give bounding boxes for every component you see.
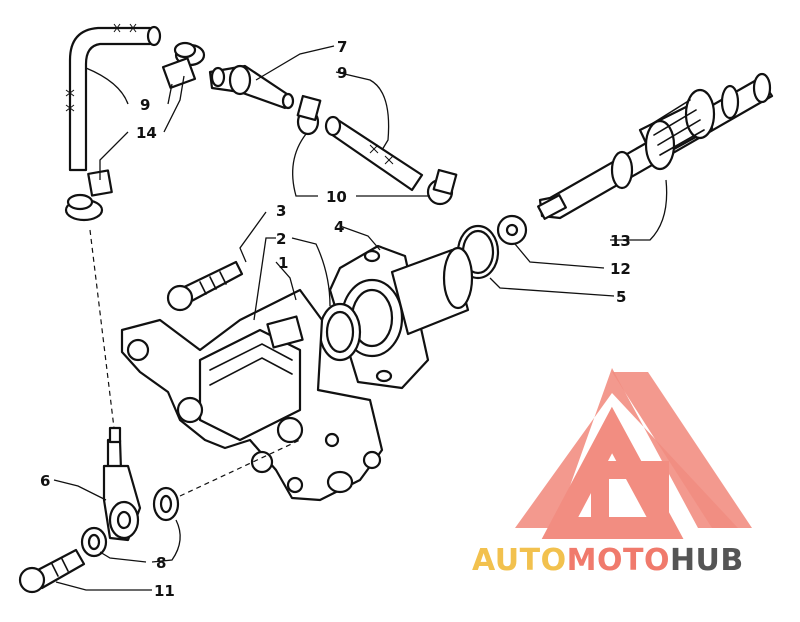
short-oil-hose [324,115,424,192]
banjo-fitting-bottom [102,426,142,542]
callout-3: 3 [276,202,286,220]
watermark-logo-mark [515,368,752,539]
oil-pump-body [120,288,384,502]
sealing-washer-outer [80,526,108,558]
hose-clamp-mid-upper [296,94,322,136]
callout-10: 10 [326,188,347,206]
leader-lines [53,45,668,591]
gasket [318,302,362,362]
callout-5: 5 [616,288,626,306]
watermark-hub: HUB [670,543,744,578]
hose-clamp-bottom [64,169,113,222]
callout-13: 13 [610,232,631,250]
banjo-bolt [18,548,86,594]
callout-7: 7 [337,38,347,56]
watermark-wordmark: AUTOMOTOHUB [472,543,744,578]
callout-9-left: 9 [140,96,150,114]
callout-9-mid: 9 [337,64,347,82]
drive-shaft-gear [537,72,774,220]
hose-clamp-top [161,41,206,89]
callout-14: 14 [136,124,157,142]
watermark-auto: AUTO [472,543,567,578]
hose-clamp-mid-lower [426,168,458,206]
callout-4: 4 [334,218,344,236]
banjo-fitting-top [208,64,295,110]
callout-12: 12 [610,260,631,278]
oil-hose-left [65,23,162,172]
svg-text:AUTOMOTOHUB: AUTOMOTOHUB [472,543,744,578]
assembly-guides [89,229,301,497]
callout-8: 8 [156,554,166,572]
callout-11: 11 [154,582,175,600]
mounting-bolt [166,260,244,312]
callout-1: 1 [278,254,288,272]
callout-labels: 7 9 9 14 10 3 2 4 1 13 12 5 6 8 11 [40,38,631,600]
watermark-moto: MOTO [567,543,670,578]
thrust-washer [496,214,528,246]
callout-6: 6 [40,472,50,490]
callout-2: 2 [276,230,286,248]
sealing-washer-inner [152,486,180,522]
